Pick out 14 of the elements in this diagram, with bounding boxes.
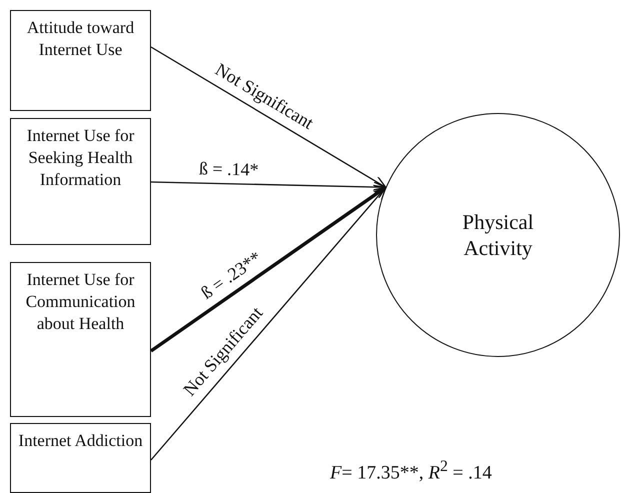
outcome-label: Physical Activity (461, 209, 535, 261)
arrow (150, 46, 386, 188)
predictor-box (10, 10, 151, 111)
predictor-label: Internet Use for Communication about Health (24, 269, 136, 335)
predictor-box (10, 118, 151, 245)
predictor-box (10, 423, 151, 493)
predictor-box (10, 262, 151, 417)
edge-label: ß = .23** (196, 247, 266, 304)
statistics-note: F= 17.35**, R$^{2}$ = .14 (330, 458, 492, 484)
predictor-label: Internet Use for Seeking Health Information (26, 125, 136, 191)
predictor-label: Internet Addiction (17, 430, 144, 452)
edge-label: ß = .14* (198, 158, 259, 181)
predictor-label: Attitude toward Internet Use (26, 17, 136, 61)
arrow (150, 186, 387, 352)
